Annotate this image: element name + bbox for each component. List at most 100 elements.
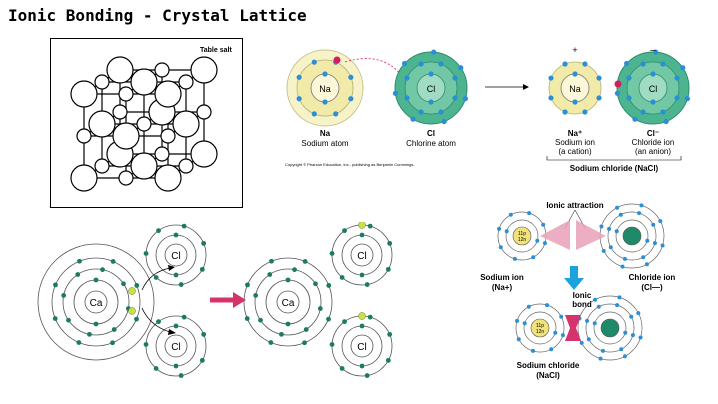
- electron: [615, 205, 620, 210]
- sodium-ion-protons: 11p: [518, 231, 526, 237]
- chloride-ion-sphere: [190, 56, 218, 84]
- electron: [607, 226, 612, 231]
- chlorine-nucleus: [164, 243, 188, 267]
- transferred-electron: [333, 56, 341, 64]
- electron: [134, 283, 140, 288]
- electron: [285, 277, 291, 283]
- chloride-ion-sphere: [106, 56, 134, 84]
- electron: [622, 256, 627, 261]
- electron: [61, 293, 67, 298]
- copyright-text: Copyright © Pearson Education, Inc., pub…: [285, 162, 414, 167]
- electron: [438, 109, 444, 115]
- electron: [178, 282, 184, 287]
- electron: [322, 99, 328, 105]
- electron: [385, 357, 391, 363]
- electron: [626, 95, 632, 101]
- electron: [317, 306, 323, 311]
- electron: [562, 109, 568, 115]
- electron: [173, 363, 179, 369]
- calcium-shell: [37, 243, 155, 361]
- sodium-ion-sphere: [118, 170, 134, 186]
- lattice-label: Table salt: [200, 47, 232, 54]
- sodium-ion-sphere: [94, 74, 110, 90]
- ionic-bond-band: [565, 315, 581, 341]
- electron: [392, 90, 398, 96]
- ionic-bond-label-1: Ionic: [573, 291, 592, 300]
- electron: [617, 295, 622, 300]
- sodium-ion-sphere: [136, 116, 152, 132]
- electron: [111, 327, 117, 332]
- electron: [199, 266, 205, 272]
- electron: [608, 245, 613, 250]
- electron: [600, 348, 605, 353]
- anion-label: (an anion): [635, 147, 671, 156]
- electron: [684, 96, 690, 102]
- electron: [626, 75, 632, 81]
- electron: [632, 116, 638, 122]
- electron: [452, 95, 458, 101]
- sodium-ion-symbol: Na: [569, 84, 581, 94]
- electron: [549, 347, 554, 352]
- electron: [359, 363, 365, 369]
- compound-bracket: [546, 156, 682, 161]
- electron: [572, 99, 578, 105]
- electron: [548, 75, 554, 81]
- electron: [596, 304, 601, 309]
- calcium-ion-shell: [243, 257, 333, 347]
- calcium-nucleus: [84, 290, 108, 314]
- chlorine-nucleus: [164, 334, 188, 358]
- chlorine-symbol: Cl: [171, 342, 180, 353]
- sodium-ion-sphere: [112, 104, 128, 120]
- electron: [512, 256, 517, 261]
- electron: [638, 335, 643, 340]
- electron: [637, 211, 642, 216]
- electron: [178, 373, 184, 378]
- electron: [201, 331, 207, 337]
- electron: [618, 212, 623, 217]
- electron: [110, 340, 115, 346]
- chlorine-symbol: Cl: [427, 84, 436, 94]
- attraction-cone-right: [576, 220, 606, 250]
- electron: [156, 319, 161, 325]
- sodium-ion-shell: [523, 311, 557, 345]
- electron: [311, 111, 317, 117]
- electron: [596, 75, 602, 81]
- chloride-ion-sphere: [112, 122, 140, 150]
- electron: [650, 99, 656, 105]
- electron: [462, 96, 468, 102]
- chloride-ion-sphere: [88, 110, 116, 138]
- electron: [542, 241, 547, 246]
- electron: [663, 118, 669, 125]
- electron: [302, 340, 307, 346]
- cation-charge: +: [572, 45, 577, 55]
- sodium-atom-symbol-label: Na: [320, 129, 331, 138]
- electron: [268, 340, 274, 345]
- electron: [630, 333, 635, 338]
- sodium-ion-sphere: [160, 128, 176, 144]
- sodium-ion-sphere: [118, 86, 134, 102]
- electron: [258, 317, 263, 323]
- electron: [535, 238, 540, 243]
- chloride-ion-shell: [577, 295, 643, 361]
- electron: [498, 245, 503, 250]
- down-arrow-shaft: [570, 266, 578, 280]
- electron: [348, 74, 354, 80]
- electron: [622, 354, 627, 359]
- electron: [624, 60, 630, 67]
- compound-label-1: Sodium chloride: [517, 361, 580, 370]
- valence-electron: [128, 287, 136, 295]
- chlorine-atom: Cl: [392, 49, 468, 125]
- electron: [143, 342, 149, 347]
- electron: [269, 258, 274, 264]
- electron: [342, 228, 347, 234]
- electron: [267, 272, 273, 277]
- electron-arrow-upper: [141, 267, 171, 291]
- ionic-attraction-label: Ionic attraction: [546, 201, 603, 210]
- electron: [296, 74, 302, 80]
- electron: [599, 224, 604, 229]
- sodium-ion-formula: (Na+): [492, 283, 513, 292]
- compound-label: Sodium chloride (NaCl): [570, 164, 659, 173]
- electron: [548, 95, 554, 101]
- sodium-ion-nucleus: [530, 318, 550, 338]
